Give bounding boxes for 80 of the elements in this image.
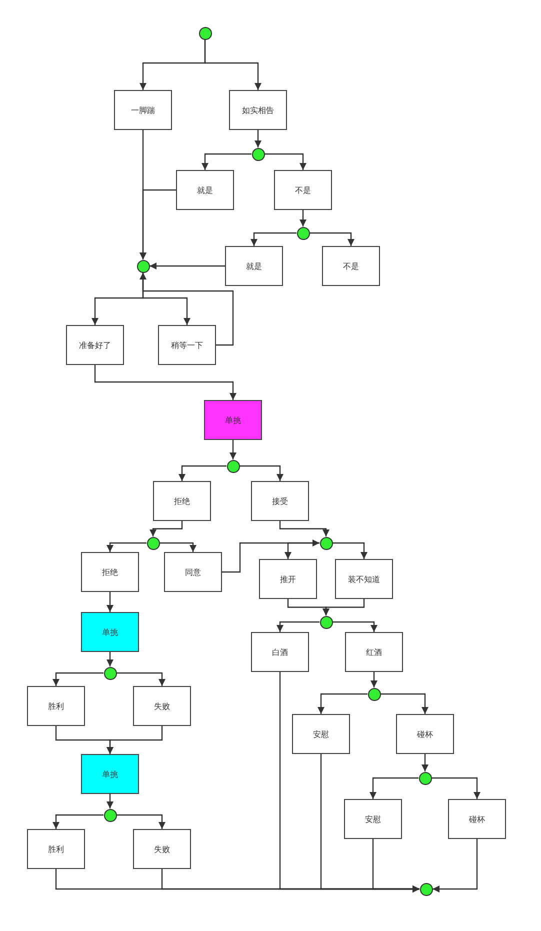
arrow (116, 814, 166, 829)
arrow (276, 621, 320, 632)
process-box: 拒绝 (153, 481, 211, 521)
arrow (204, 40, 262, 90)
junction-circle (136, 260, 150, 272)
process-box: 就是 (176, 170, 234, 210)
process-box: 拒绝 (81, 552, 139, 592)
process-box: 不是 (322, 246, 380, 286)
junction-circle (146, 536, 160, 550)
arrow (106, 542, 146, 552)
junction-circle (320, 536, 332, 550)
process-box: 单挑 (204, 400, 262, 440)
junction-circle (296, 226, 310, 240)
process-box: 一脚踹 (114, 90, 172, 130)
arrow (370, 777, 418, 799)
arrow (332, 542, 368, 559)
arrow (332, 621, 378, 632)
process-box: 同意 (164, 552, 222, 592)
process-box: 装不知道 (335, 559, 393, 599)
arrow (150, 521, 183, 536)
arrow (380, 693, 428, 714)
arrow (250, 232, 296, 246)
junction-circle (198, 26, 212, 40)
arrow (222, 540, 320, 573)
arrow (140, 272, 234, 346)
arrow (52, 672, 104, 686)
junction-circle (420, 882, 432, 896)
process-box: 胜利 (27, 829, 85, 869)
process-box: 就是 (225, 246, 283, 286)
junction-circle (226, 460, 240, 472)
arrow (52, 814, 104, 829)
arrow (160, 542, 196, 552)
arrow (230, 440, 236, 460)
arrow (254, 130, 262, 148)
arrow (422, 754, 428, 772)
process-box: 稍等一下 (158, 325, 216, 365)
process-box: 红酒 (345, 632, 403, 672)
junction-circle (418, 772, 432, 784)
arrow (106, 794, 114, 808)
arrow (116, 672, 166, 686)
arrow (318, 693, 368, 714)
junction-circle (104, 666, 116, 680)
junction-circle (320, 616, 332, 628)
arrow (432, 777, 480, 799)
arrow (94, 365, 236, 400)
arrow (202, 153, 252, 170)
process-box: 白酒 (251, 632, 309, 672)
junction-circle (104, 808, 116, 822)
process-box: 接受 (251, 481, 309, 521)
arrow (140, 189, 176, 260)
arrow (264, 153, 306, 170)
arrow (370, 672, 378, 688)
arrow (322, 599, 365, 616)
arrow (106, 726, 163, 754)
junction-circle (252, 148, 264, 160)
process-box: 单挑 (81, 754, 139, 794)
process-box: 失败 (133, 686, 191, 726)
arrow (284, 542, 320, 559)
arrow (178, 465, 226, 481)
arrow (310, 232, 354, 246)
arrow (150, 262, 225, 270)
process-box: 碰杯 (396, 714, 454, 754)
process-box: 准备好了 (66, 325, 124, 365)
process-box: 安慰 (344, 799, 402, 839)
arrow (106, 592, 114, 612)
process-box: 失败 (133, 829, 191, 869)
arrow (161, 869, 420, 892)
process-box: 不是 (274, 170, 332, 210)
arrow (240, 465, 284, 481)
arrow (279, 521, 330, 536)
process-box: 安慰 (292, 714, 350, 754)
arrow (300, 210, 306, 226)
arrow (106, 652, 114, 666)
process-box: 胜利 (27, 686, 85, 726)
process-box: 如实相告 (229, 90, 287, 130)
process-box: 推开 (259, 559, 317, 599)
process-box: 单挑 (81, 612, 139, 652)
arrow (432, 839, 478, 892)
process-box: 碰杯 (448, 799, 506, 839)
junction-circle (368, 688, 380, 700)
